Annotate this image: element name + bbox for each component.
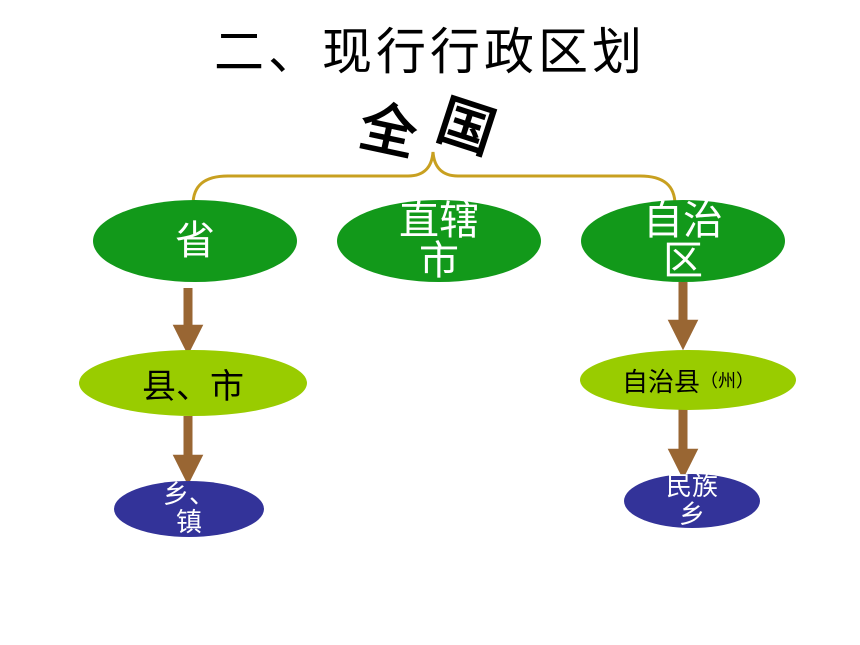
node-township: 乡、 镇 bbox=[114, 481, 264, 537]
root-brace bbox=[191, 151, 677, 206]
page-title: 二、现行行政区划 bbox=[214, 23, 646, 81]
node-autonomous-region-label: 自治 区 bbox=[643, 198, 723, 284]
node-municipality-label: 直辖 市 bbox=[399, 198, 479, 284]
node-ethnic-township: 民族 乡 bbox=[624, 472, 760, 530]
node-county-city: 县、市 bbox=[79, 350, 307, 416]
node-autonomous-county-label: 自治县 bbox=[621, 367, 700, 398]
node-autonomous-county: 自治县（州） bbox=[580, 350, 796, 410]
node-municipality: 直辖 市 bbox=[337, 200, 541, 282]
node-ethnic-township-label: 民族 乡 bbox=[665, 472, 718, 530]
node-township-label: 乡、 镇 bbox=[162, 480, 215, 538]
node-autonomous-region: 自治 区 bbox=[581, 200, 785, 282]
node-province: 省 bbox=[93, 200, 297, 282]
node-county-city-label: 县、市 bbox=[142, 366, 244, 407]
node-autonomous-county-paren: （州） bbox=[700, 371, 754, 392]
node-province-label: 省 bbox=[175, 218, 215, 264]
